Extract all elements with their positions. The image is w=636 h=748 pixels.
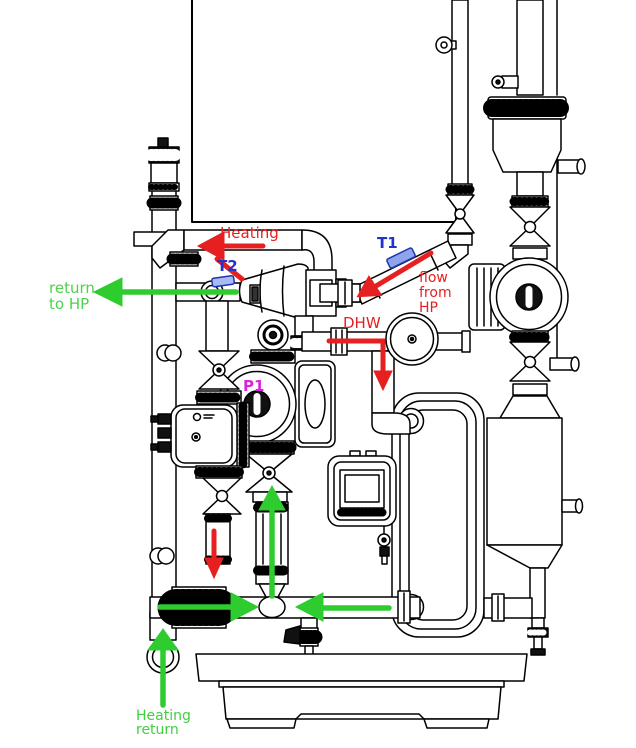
bottom-pipe-left-arrow <box>294 592 392 622</box>
drain-cock-icon <box>283 617 323 657</box>
heating-return-up-arrow <box>147 628 179 708</box>
bottom-pipe-right-arrow <box>157 592 260 622</box>
green-flow-arrows <box>92 277 392 708</box>
regulator-up-arrow <box>258 484 286 599</box>
pump-left <box>150 300 250 565</box>
base-tray <box>195 653 528 729</box>
drain-valve-right-icon <box>527 617 549 656</box>
heating-return-label-line1: Heating <box>136 708 191 724</box>
return-to-hp-label-line1: return <box>49 279 95 297</box>
sensor-t2-marker <box>211 275 236 288</box>
flow-from-hp-label-line1: flow <box>419 270 448 286</box>
pressure-gauge <box>385 312 439 366</box>
red-flow-arrows <box>196 231 434 580</box>
tank-outline <box>191 0 457 223</box>
flow-from-hp-pipe <box>319 0 475 307</box>
flow-from-hp-label-line2: from <box>419 285 452 301</box>
auto-air-vent <box>145 137 183 192</box>
heating-supply-arrow <box>196 231 266 282</box>
return-to-hp-arrow <box>92 277 239 307</box>
pump-p1-label: P1 <box>243 377 264 395</box>
isolation-valve-icon <box>445 194 475 234</box>
sensor-t2-label: T2 <box>217 257 238 275</box>
mounting-holes <box>149 344 182 565</box>
heating-supply-label: Heating <box>220 224 279 242</box>
dhw-arrow <box>326 338 393 392</box>
sensor-t1-marker <box>386 247 416 269</box>
flow-from-hp-arrow <box>356 250 434 298</box>
valve-handle-icon <box>435 36 457 54</box>
air-separator <box>483 0 586 260</box>
sensor-fitting-icon <box>377 525 391 565</box>
control-display <box>327 450 397 565</box>
flow-from-hp-label-line3: HP <box>419 300 438 316</box>
left-branch-down-arrow <box>204 528 224 580</box>
sensor-t1-label: T1 <box>377 234 398 252</box>
return-to-hp-label-line2: to HP <box>49 295 89 313</box>
bottom-return-pipe <box>149 586 421 657</box>
dhw-label: DHW <box>343 314 381 332</box>
heating-return-label-line2: return <box>136 722 179 738</box>
filter-vessel <box>486 395 584 656</box>
pump-right <box>468 257 580 396</box>
